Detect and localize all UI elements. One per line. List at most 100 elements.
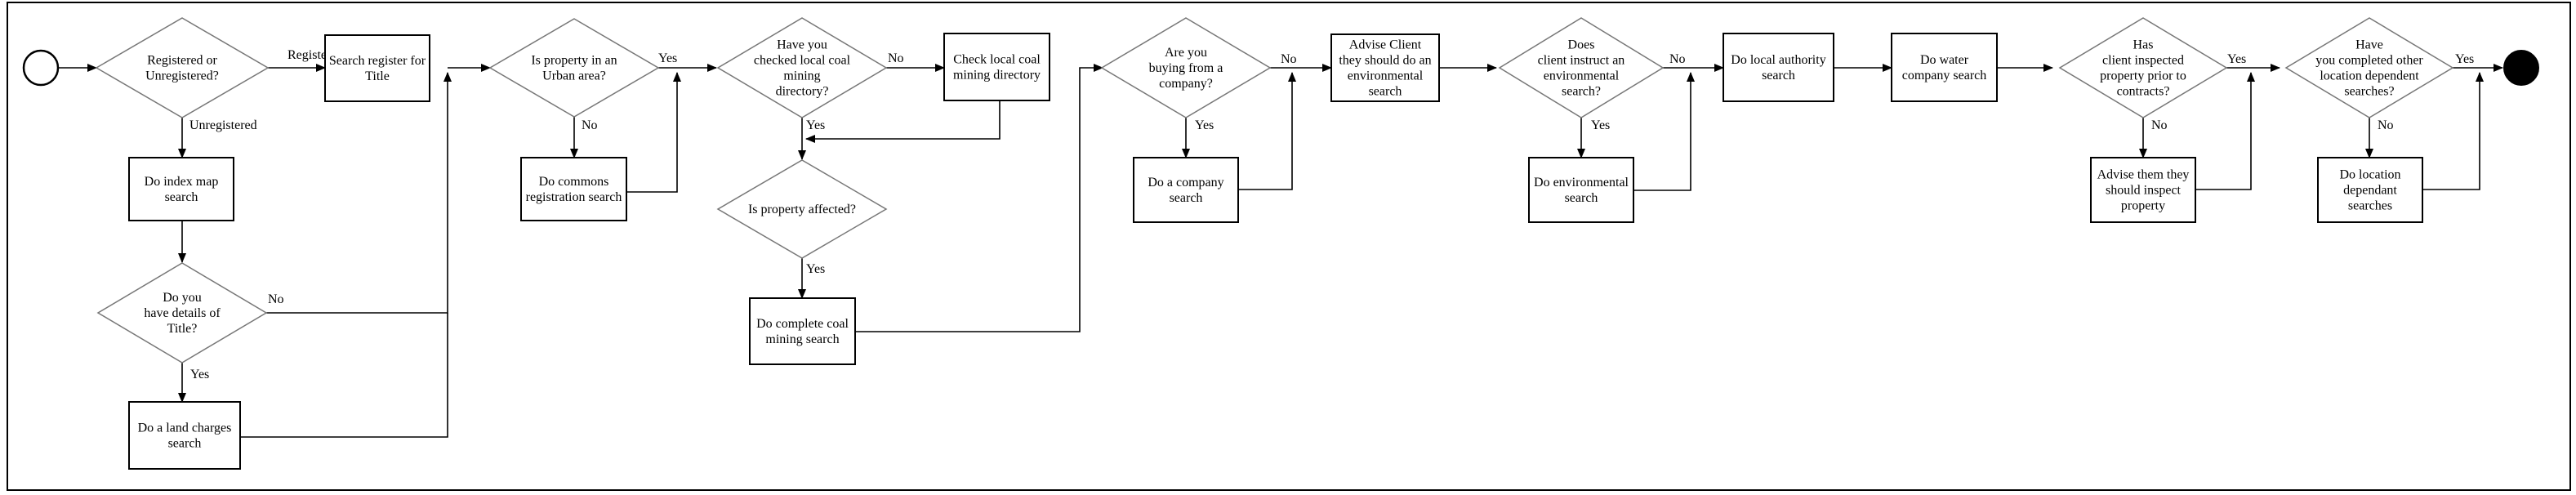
node-label-line: Have you — [777, 38, 827, 52]
edge-location-search-merge — [2422, 72, 2484, 190]
node-label-line: they should do an — [1339, 54, 1431, 68]
box-shape — [520, 157, 627, 221]
node-label-line: Search register for — [329, 54, 426, 68]
edge-company-search-merge — [1238, 72, 1296, 190]
node-label-line: registration search — [526, 190, 622, 204]
label-company-no: No — [1281, 52, 1297, 66]
node-label-line: location dependent — [2320, 69, 2419, 83]
node-label-line: search? — [1562, 85, 1601, 99]
node-label-line: search — [1762, 69, 1795, 82]
label-coal-dir-no: No — [888, 51, 904, 65]
node-label-line: searches? — [2344, 85, 2394, 99]
node-label-line: Are you — [1165, 46, 1207, 60]
node-label-line: Check local coal — [953, 53, 1041, 67]
node-label-line: Have — [2355, 38, 2383, 52]
diamond-shape — [2058, 17, 2228, 118]
node-label-line: should inspect — [2106, 184, 2182, 198]
box-shape — [1133, 157, 1239, 223]
node-label-line: Unregistered? — [145, 69, 219, 83]
node-label-line: search — [165, 190, 198, 204]
box-shape — [128, 157, 234, 221]
node-label-line: search — [168, 437, 202, 451]
node-label-line: client inspected — [2102, 54, 2184, 68]
node-label-line: Do environmental — [1534, 176, 1629, 190]
node-label-line: environmental — [1544, 69, 1620, 83]
node-label-line: company search — [1902, 69, 1987, 82]
node-label-line: have details of — [144, 306, 221, 320]
node-label-line: environmental — [1348, 69, 1424, 83]
node-label-line: buying from a — [1149, 61, 1223, 75]
node-label-line: Urban area? — [542, 69, 606, 83]
node-label-line: Is property in an — [531, 54, 617, 68]
process-check-coal-directory[interactable]: Check local coal mining directory — [943, 33, 1050, 101]
box-shape — [943, 33, 1050, 101]
node-label-line: search — [1170, 191, 1203, 205]
edge-commons-merge — [626, 72, 681, 193]
label-urban-no: No — [582, 118, 598, 132]
node-label-line: Do local authority — [1731, 53, 1825, 67]
node-label-line: dependant — [2343, 184, 2397, 198]
node-label-line: Title? — [167, 322, 198, 336]
node-label-line: Do a company — [1148, 176, 1223, 190]
node-label-line: directory? — [776, 85, 829, 99]
end-node[interactable] — [2503, 50, 2539, 86]
node-label-line: client instruct an — [1538, 54, 1625, 68]
edge-land-charges-merge — [240, 313, 448, 438]
node-label-line: Do complete coal — [756, 317, 849, 331]
label-location-no: No — [2378, 118, 2394, 132]
box-shape — [1528, 157, 1634, 223]
edge-advise-inspect-merge — [2195, 72, 2255, 190]
node-label-line: property prior to — [2100, 69, 2186, 83]
box-shape — [1723, 33, 1834, 102]
label-unregistered: Unregistered — [189, 118, 257, 132]
label-inspected-no: No — [2151, 118, 2168, 132]
label-details-yes: Yes — [190, 368, 209, 381]
diamond-shape — [716, 159, 888, 259]
process-local-authority[interactable]: Do local authority search — [1723, 33, 1834, 102]
label-coal-dir-yes: Yes — [806, 118, 825, 132]
node-label-line: property — [2121, 199, 2165, 213]
node-label-line: Is property affected? — [748, 203, 856, 216]
node-label-line: mining directory — [953, 69, 1041, 82]
label-details-no: No — [268, 292, 284, 306]
diamond-shape — [2284, 17, 2454, 118]
node-label-line: Do location — [2339, 168, 2400, 182]
edge-coal-search-to-company — [855, 64, 1103, 332]
edge-check-coal-return — [805, 100, 1001, 143]
box-shape — [1330, 33, 1440, 102]
box-shape — [2090, 157, 2196, 223]
label-location-yes: Yes — [2455, 52, 2474, 66]
box-shape — [1891, 33, 1998, 102]
edge-env-search-merge — [1633, 72, 1695, 191]
diamond-shape — [488, 18, 660, 118]
diamond-shape — [96, 262, 268, 363]
node-label-line: you completed other — [2315, 54, 2423, 68]
decision-property-affected[interactable]: Is property affected? — [716, 159, 888, 259]
node-label-line: mining — [783, 69, 820, 83]
start-node[interactable] — [22, 49, 60, 87]
diamond-shape — [1100, 17, 1272, 118]
diamond-shape — [1498, 17, 1665, 118]
label-env-no: No — [1669, 52, 1686, 66]
node-label-line: search — [1369, 85, 1402, 99]
